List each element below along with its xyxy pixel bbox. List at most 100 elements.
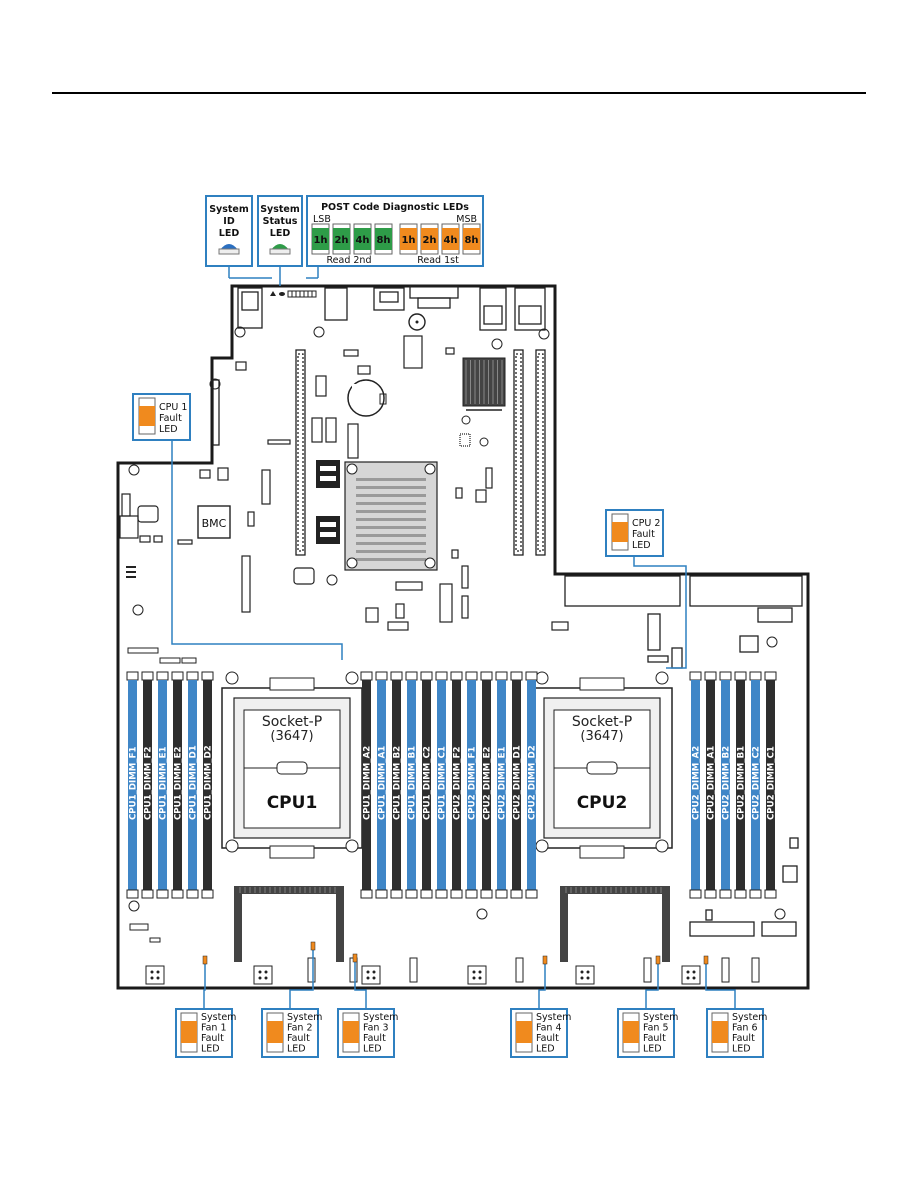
post-led-green — [375, 228, 392, 250]
bmc-chip: BMC — [197, 505, 231, 539]
dimm-slot[interactable]: CPU2_DIMM_C1 — [764, 671, 777, 899]
fan-header — [681, 965, 701, 985]
post-code-read-2nd: Read 2nd — [327, 255, 372, 266]
dimm-slot[interactable]: CPU1_DIMM_E2 — [171, 671, 184, 899]
bmc-label: BMC — [202, 517, 227, 530]
fan-callout-line: LED — [732, 1044, 751, 1055]
cpu1-fault-line1: CPU 1 — [159, 402, 187, 413]
fan-callout-line: Fault — [363, 1033, 386, 1044]
dimm-label: CPU2_DIMM_E1 — [498, 747, 508, 820]
dimm-slot[interactable]: CPU2_DIMM_F2 — [450, 671, 463, 899]
cpu2-fault-line3: LED — [632, 540, 651, 551]
riser-slots — [212, 349, 546, 556]
dimm-label: CPU2_DIMM_E2 — [483, 747, 493, 820]
dimm-slot[interactable]: CPU2_DIMM_A1 — [704, 671, 717, 899]
fan-callout-line: System — [536, 1012, 571, 1023]
socket-label: Socket-P — [572, 714, 632, 730]
fan-callout-line: System — [643, 1012, 678, 1023]
dimm-slot[interactable]: CPU2_DIMM_E1 — [495, 671, 508, 899]
fan-callout-line: LED — [287, 1044, 306, 1055]
dimm-label: CPU2_DIMM_B2 — [722, 746, 732, 820]
dimm-label: CPU1_DIMM_F2 — [144, 747, 154, 820]
fan-callout-line: Fan 2 — [287, 1023, 313, 1034]
dimm-slot[interactable]: CPU2_DIMM_D1 — [510, 671, 523, 899]
pch-heatsink — [344, 461, 438, 571]
dimm-slot[interactable]: CPU2_DIMM_D2 — [525, 671, 538, 899]
dimm-slot[interactable]: CPU2_DIMM_F1 — [465, 671, 478, 899]
fan-callout-line: Fan 1 — [201, 1023, 227, 1034]
dimm-slot[interactable]: CPU1_DIMM_B2 — [390, 671, 403, 899]
post-led-green — [312, 228, 329, 250]
dimm-label: CPU2_DIMM_F2 — [453, 747, 463, 820]
upper-components — [119, 335, 569, 631]
cpu2-fault-led-callout: CPU 2 Fault LED — [605, 509, 687, 669]
cpu2-fault-line1: CPU 2 — [632, 518, 660, 529]
cmos-battery — [347, 379, 387, 417]
system-id-led-line1: System — [209, 204, 249, 215]
post-led-green-label: 4h — [355, 235, 369, 246]
fan-callout-line: Fault — [732, 1033, 755, 1044]
dimm-slot[interactable]: CPU1_DIMM_B1 — [405, 671, 418, 899]
fan-callout-line: Fault — [201, 1033, 224, 1044]
fan-header — [467, 965, 487, 985]
board-outline — [116, 284, 810, 990]
cpu-label: CPU2 — [577, 793, 628, 813]
dimm-label: CPU2_DIMM_D1 — [513, 745, 523, 820]
psu-connectors — [564, 575, 803, 937]
post-led-orange — [442, 228, 459, 250]
post-led-green — [333, 228, 350, 250]
dimm-label: CPU1_DIMM_D2 — [204, 745, 214, 820]
cpu1-fault-led-callout: CPU 1 Fault LED — [132, 393, 343, 660]
fan-callout-line: LED — [643, 1044, 662, 1055]
dimm-slot[interactable]: CPU1_DIMM_D2 — [201, 671, 214, 899]
dimm-slot[interactable]: CPU1_DIMM_C2 — [420, 671, 433, 899]
socket-sub-label: (3647) — [270, 729, 313, 744]
dimm-label: CPU2_DIMM_A2 — [692, 746, 702, 820]
dimm-slot[interactable]: CPU1_DIMM_E1 — [156, 671, 169, 899]
orange-led-icon — [516, 1021, 532, 1043]
dimm-slot[interactable]: CPU1_DIMM_D1 — [186, 671, 199, 899]
fan-callout-line: System — [732, 1012, 767, 1023]
post-led-orange-label: 1h — [401, 235, 415, 246]
post-code-msb: MSB — [456, 214, 477, 225]
dimm-label: CPU1_DIMM_D1 — [189, 745, 199, 820]
post-led-orange — [463, 228, 480, 250]
fan-callout-line: Fault — [287, 1033, 310, 1044]
rear-io-connectors — [237, 285, 546, 331]
dimm-slot[interactable]: CPU2_DIMM_B1 — [734, 671, 747, 899]
dimm-label: CPU1_DIMM_C1 — [438, 746, 448, 820]
post-led-orange — [421, 228, 438, 250]
fan-callout-line: Fault — [643, 1033, 666, 1044]
system-status-led-line1: System — [260, 204, 300, 215]
dimm-label: CPU2_DIMM_B1 — [737, 746, 747, 820]
cpu-label: CPU1 — [267, 793, 318, 813]
dimm-slot[interactable]: CPU1_DIMM_C1 — [435, 671, 448, 899]
fan-header — [575, 965, 595, 985]
dimm-label: CPU2_DIMM_D2 — [528, 745, 538, 820]
dimm-slot[interactable]: CPU2_DIMM_E2 — [480, 671, 493, 899]
dimm-slot[interactable]: CPU2_DIMM_C2 — [749, 671, 762, 899]
dimm-slot[interactable]: CPU1_DIMM_A1 — [375, 671, 388, 899]
post-led-green-label: 8h — [376, 235, 390, 246]
orange-led-icon — [712, 1021, 728, 1043]
system-id-led-line2: ID — [223, 216, 235, 227]
post-led-orange-label: 4h — [443, 235, 457, 246]
dimm-slot[interactable]: CPU1_DIMM_F1 — [126, 671, 139, 899]
dimm-label: CPU1_DIMM_E2 — [174, 747, 184, 820]
dimm-slot[interactable]: CPU1_DIMM_A2 — [360, 671, 373, 899]
dimm-slot[interactable]: CPU1_DIMM_F2 — [141, 671, 154, 899]
dimm-slot[interactable]: CPU2_DIMM_B2 — [719, 671, 732, 899]
small-heatsink — [462, 357, 506, 411]
fan-callout-line: Fault — [536, 1033, 559, 1044]
led-header — [270, 290, 317, 298]
fan-callout-line: LED — [201, 1044, 220, 1055]
dimm-slot[interactable]: CPU2_DIMM_A2 — [689, 671, 702, 899]
fan-callout-line: LED — [363, 1044, 382, 1055]
fan-callout-line: Fan 6 — [732, 1023, 758, 1034]
fan-header — [361, 965, 381, 985]
